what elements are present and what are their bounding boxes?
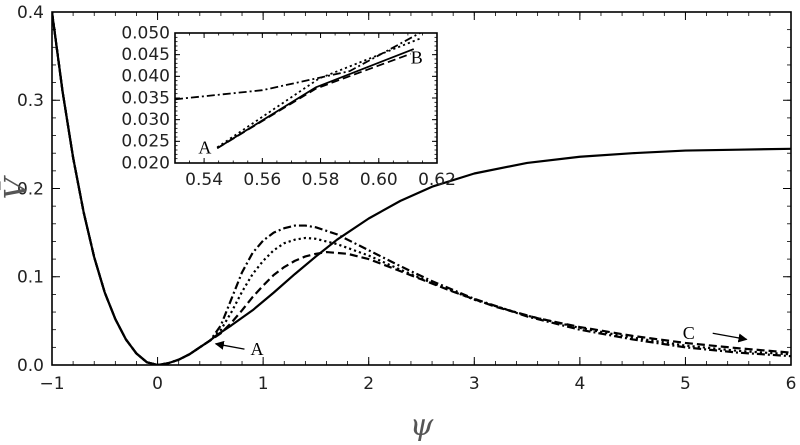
inset-y-tick-label: 0.050 [121,23,170,43]
annotation-arrow-A [214,340,245,350]
main-y-tick-label: 0.0 [17,356,44,376]
main-plot: −1 0 1 2 3 4 5 6 0.0 0.1 0.2 0.3 0.4 ψ V̄ A C [0,3,796,443]
annotation-label-A: A [250,339,263,359]
x-axis-title: ψ [410,408,434,443]
main-x-tick-label: 2 [363,374,374,394]
inset-annotation-label-B: B [411,48,423,68]
annotation-label-C: C [683,323,695,343]
main-x-tick-label: 3 [469,374,480,394]
inset-y-tick-label: 0.025 [121,132,170,152]
inset-background [175,33,437,163]
inset-y-tick-label: 0.035 [121,88,170,108]
inset-series-group [175,33,422,150]
inset-plot: 0.54 0.56 0.58 0.60 0.62 0.0200.0250.0300.035… [121,23,456,190]
main-x-tick-label: 5 [680,374,691,394]
main-x-tick-label: 4 [574,374,585,394]
inset-x-tick-label: 0.58 [302,170,340,190]
inset-annotation-label-A: A [198,137,211,157]
inset-series-dashed [216,52,412,150]
main-x-tick-label: 1 [258,374,269,394]
main-x-tick-label: 6 [786,374,797,394]
inset-x-tick-label: 0.62 [418,170,456,190]
inset-y-tick-label: 0.020 [121,153,170,173]
inset-series-dashdot [175,33,422,101]
inset-x-tick-label: 0.54 [185,170,223,190]
inset-y-tick-label: 0.030 [121,110,170,130]
inset-y-tick-label: 0.040 [121,67,170,87]
y-axis-title: V̄ [0,174,34,199]
main-series-dotted [52,12,791,365]
main-series-dashdot [52,12,791,365]
inset-x-tick-label: 0.56 [243,170,281,190]
main-x-tick-label: 0 [152,374,163,394]
annotation-arrow-C [712,332,748,343]
main-y-tick-label: 0.4 [17,3,44,23]
main-y-tick-label: 0.1 [17,268,44,288]
main-x-tick-label: −1 [39,374,64,394]
inset-y-tick-label: 0.045 [121,45,170,65]
inset-x-tick-label: 0.60 [360,170,398,190]
main-y-tick-label: 0.2 [17,179,44,199]
main-y-tick-label: 0.3 [17,91,44,111]
main-series-group [52,12,791,365]
